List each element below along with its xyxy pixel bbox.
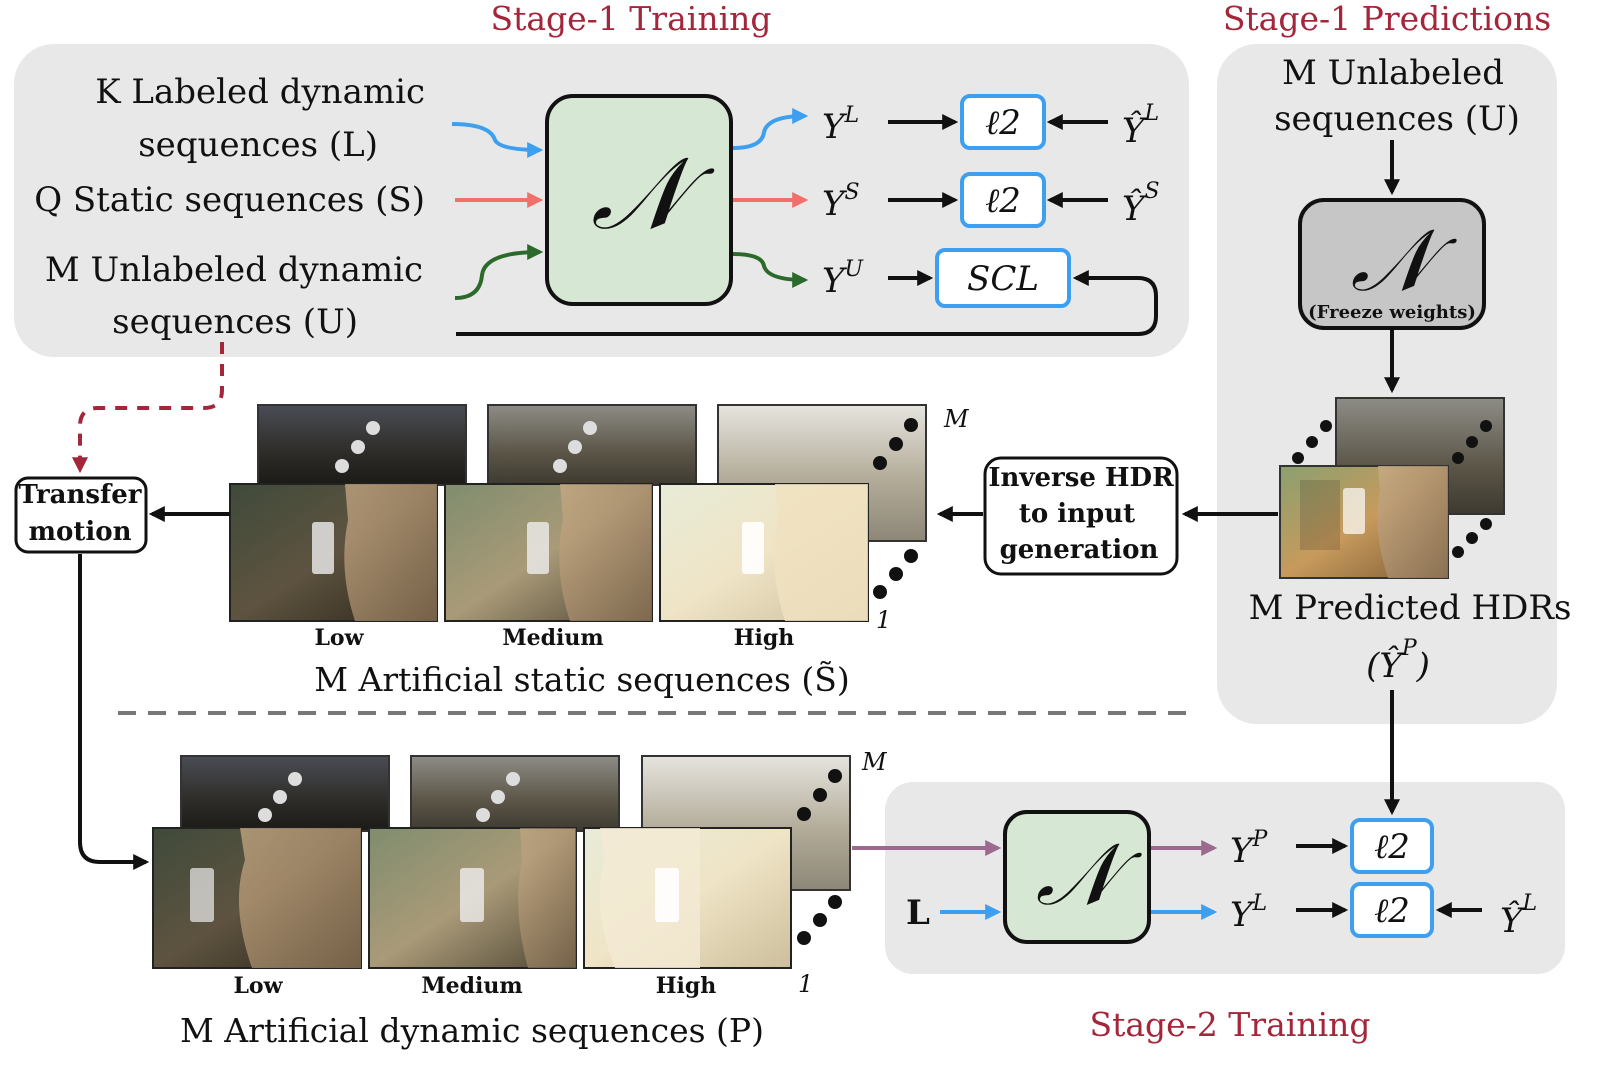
svg-text:ℓ2: ℓ2 (1374, 827, 1410, 867)
svg-text:SCL: SCL (967, 259, 1039, 299)
labeled-input-arrow (451, 122, 544, 158)
dynamic-back-medium (410, 755, 620, 832)
static-exposure-high: High (734, 625, 795, 651)
dynamic-sequence-caption: M Artificial dynamic sequences (P) (180, 1011, 764, 1050)
predicted-hdrs-label: M Predicted HDRs (1249, 588, 1572, 628)
stage1-predictions-title: Stage-1 Predictions (1223, 0, 1551, 38)
pred-unlabeled-line2: sequences (U) (1274, 99, 1520, 139)
svg-text:ℓ2: ℓ2 (985, 181, 1021, 221)
svg-text:ℓ2: ℓ2 (985, 103, 1021, 143)
stage2-l2-loss-pseudo: ℓ2 (1350, 818, 1434, 874)
stage2-network-block: 𝒩 (1003, 810, 1151, 944)
unlabeled-input-label-line1: M Unlabeled dynamic (45, 250, 423, 290)
unlabeled-input-arrow (454, 244, 544, 300)
stage2-y-p-symbol: YP (1230, 827, 1268, 871)
svg-text:Inverse HDR: Inverse HDR (988, 463, 1174, 493)
svg-text:motion: motion (29, 517, 132, 547)
y-s-symbol: YS (822, 180, 860, 224)
stage2-gt-l-symbol: ŶL (1500, 891, 1537, 941)
transfer-motion-box: Transfer motion (14, 476, 148, 554)
gt-l-symbol: ŶL (1122, 101, 1159, 151)
y-l-output-arrow (732, 108, 809, 150)
svg-text:Transfer: Transfer (19, 480, 142, 510)
stage1-network-block: 𝒩 (545, 94, 733, 306)
static-exposure-medium: Medium (502, 625, 603, 651)
svg-text:generation: generation (1000, 535, 1159, 565)
transfer-to-dynamic-arrow (78, 554, 150, 870)
pred-unlabeled-line1: M Unlabeled (1282, 53, 1504, 93)
stage2-y-l-symbol: YL (1230, 891, 1267, 935)
dynamic-exposure-medium: Medium (421, 973, 522, 999)
inverse-hdr-box: Inverse HDR to input generation (983, 456, 1179, 576)
labeled-input-label-line2: sequences (L) (138, 125, 378, 165)
stage1-training-title: Stage-1 Training (490, 0, 771, 38)
stage2-input-l: L (906, 893, 930, 933)
dynamic-stack-top-index: M (861, 748, 888, 776)
dynamic-exposure-low: Low (233, 973, 283, 999)
gt-s-symbol: ŶS (1122, 179, 1160, 229)
l2-loss-box-static: ℓ2 (960, 172, 1046, 228)
static-exposure-low: Low (314, 625, 364, 651)
transfer-dashed-arrow (72, 342, 224, 474)
freeze-weights-label: (Freeze weights) (1308, 302, 1476, 323)
static-input-label: Q Static sequences (S) (34, 180, 425, 220)
y-u-symbol: YU (822, 257, 864, 301)
svg-text:to input: to input (1019, 499, 1135, 529)
static-sequence-caption: M Artificial static sequences (S̃) (314, 660, 850, 699)
labeled-input-label-line1: K Labeled dynamic (95, 72, 425, 112)
dynamic-sequence-stack (152, 755, 851, 969)
frozen-network-block: 𝒩 (Freeze weights) (1298, 198, 1486, 330)
static-sequence-stack (229, 404, 927, 622)
y-l-symbol: YL (822, 103, 859, 147)
predicted-hdrs-symbol: (ŶP) (1366, 636, 1430, 686)
static-back-medium (487, 404, 697, 486)
unlabeled-input-label-line2: sequences (U) (112, 302, 358, 342)
predicted-hdr-stack (1279, 397, 1505, 579)
scl-loss-box: SCL (935, 248, 1071, 308)
stage2-training-title: Stage-2 Training (1089, 1005, 1370, 1044)
y-u-output-arrow (732, 252, 809, 288)
dynamic-exposure-high: High (656, 973, 717, 999)
static-stack-bottom-index: 1 (876, 606, 891, 634)
stage2-l2-loss-labeled: ℓ2 (1350, 882, 1434, 938)
stage2-training-panel (885, 782, 1565, 974)
svg-text:ℓ2: ℓ2 (1374, 891, 1410, 931)
dynamic-stack-bottom-index: 1 (798, 970, 813, 998)
static-stack-top-index: M (943, 405, 970, 433)
unlabeled-to-scl-loop (456, 270, 1158, 336)
l2-loss-box-labeled: ℓ2 (960, 94, 1046, 150)
